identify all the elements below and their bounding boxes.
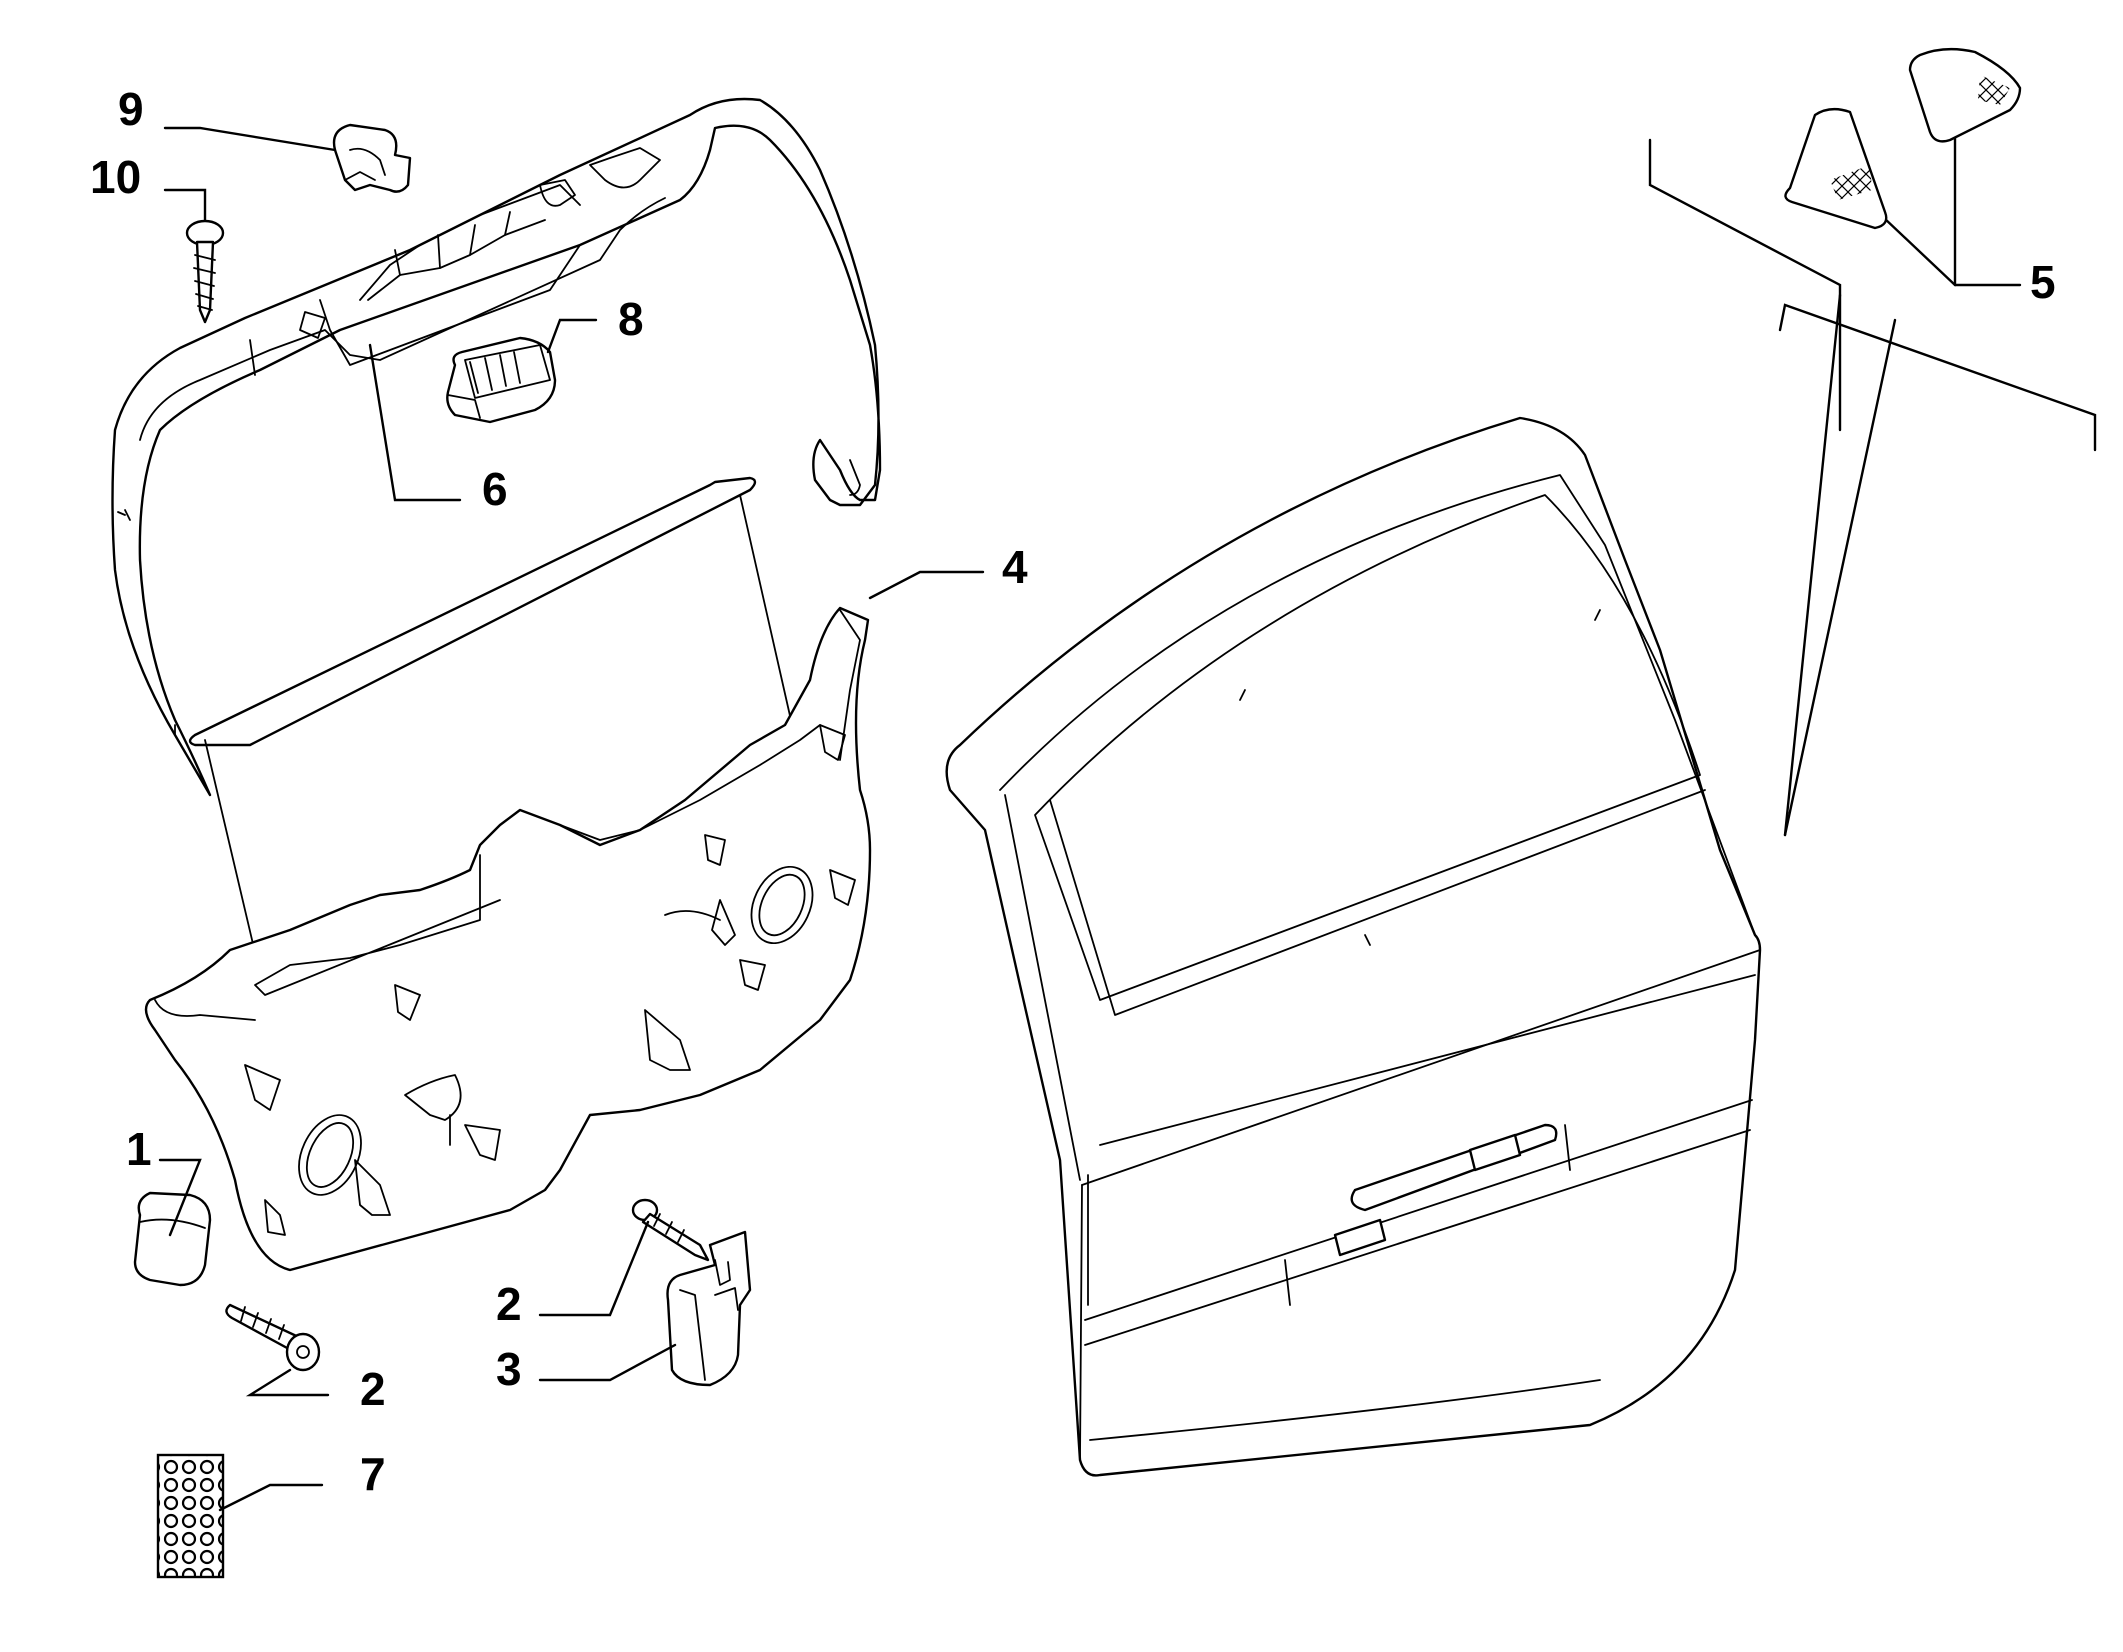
part-10-screw xyxy=(185,219,225,324)
part-2-screw-center xyxy=(631,1198,710,1262)
callout-8: 8 xyxy=(618,293,644,345)
callout-9: 9 xyxy=(118,83,144,135)
part-5-triangle-covers xyxy=(1784,47,2022,230)
callout-5: 5 xyxy=(2030,256,2056,308)
callout-2-lower: 2 xyxy=(360,1363,386,1415)
leader-lines-5 xyxy=(1648,128,2097,837)
part-4-lower-trim xyxy=(144,606,872,1272)
callout-6: 6 xyxy=(482,463,508,515)
part-8-block xyxy=(446,336,557,424)
callout-1: 1 xyxy=(126,1123,152,1175)
callout-2-center: 2 xyxy=(496,1278,522,1330)
callout-3: 3 xyxy=(496,1343,522,1395)
part-2-screw-lower xyxy=(225,1303,321,1372)
part-3-bracket xyxy=(666,1230,752,1387)
tailgate-door xyxy=(945,416,1762,1477)
part-9-clip xyxy=(332,123,412,193)
part-7-mesh-pad xyxy=(156,1453,225,1579)
part-1-plug xyxy=(133,1191,212,1287)
leader-lines xyxy=(158,126,985,1512)
part-6-upper-trim xyxy=(111,97,882,797)
callout-numbers: 9 10 8 6 4 5 1 2 2 3 7 xyxy=(90,83,2056,1500)
callout-7: 7 xyxy=(360,1448,386,1500)
callout-10: 10 xyxy=(90,151,141,203)
callout-4: 4 xyxy=(1002,541,1028,593)
